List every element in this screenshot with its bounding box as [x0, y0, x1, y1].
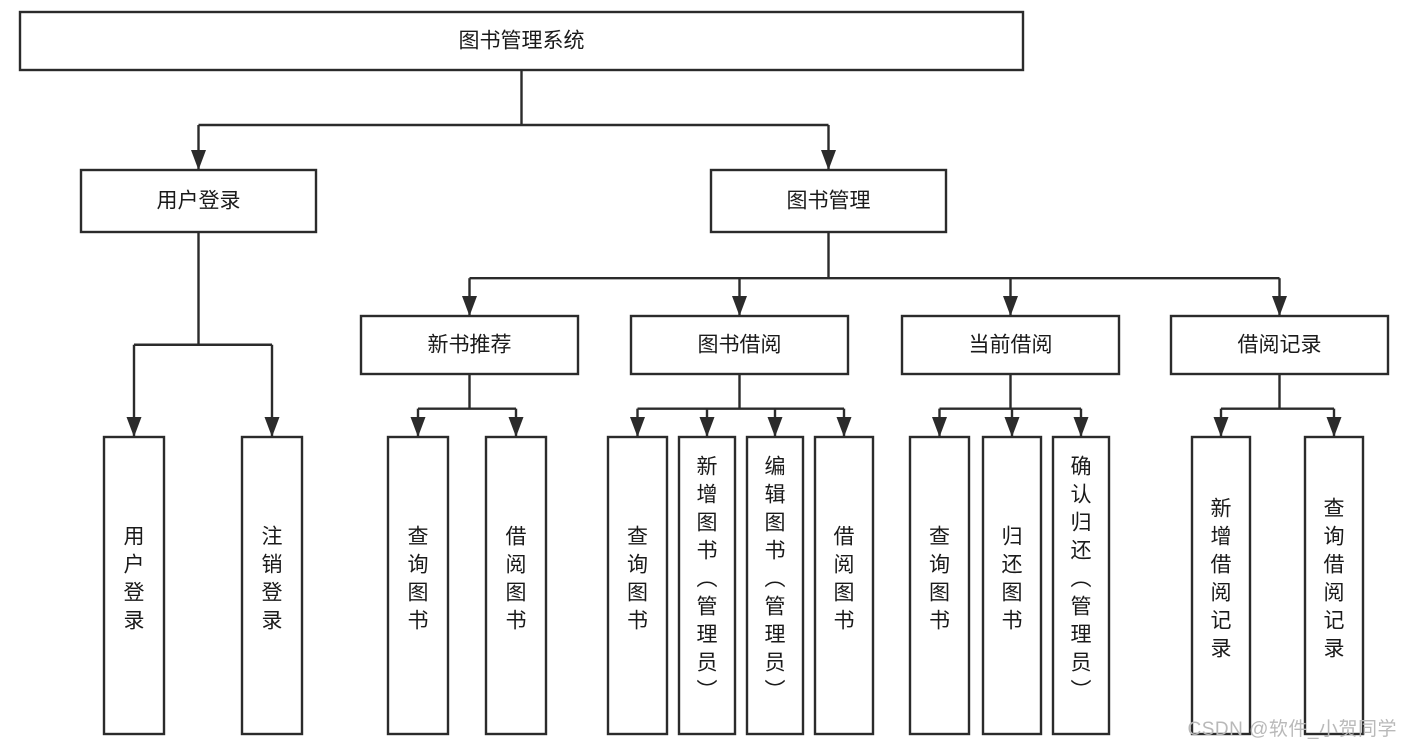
node-book-borrow[interactable]: 图书借阅 [629, 314, 850, 376]
node-leaf-borrow-book-2[interactable]: 借阅图书 [813, 435, 875, 736]
node-root[interactable]: 图书管理系统 [18, 10, 1025, 72]
node-box[interactable] [606, 435, 669, 736]
arrow-head [732, 296, 747, 316]
node-label: 新书推荐 [428, 334, 512, 357]
node-box[interactable] [1051, 435, 1111, 736]
node-label: 注销登录 [262, 526, 283, 633]
node-leaf-edit-book[interactable]: 编辑图书︵管理员︶ [745, 435, 805, 736]
node-new-book-recommend[interactable]: 新书推荐 [359, 314, 580, 376]
arrow-head [191, 150, 206, 170]
arrow-head [1213, 417, 1229, 437]
arrow-head [699, 417, 715, 437]
node-box[interactable] [709, 168, 948, 234]
arrow-head [264, 417, 280, 437]
node-box[interactable] [629, 314, 850, 376]
node-label: 借阅图书 [834, 526, 855, 633]
node-user-login[interactable]: 用户登录 [79, 168, 318, 234]
node-label: 查询图书 [627, 526, 648, 633]
arrow-head [821, 150, 836, 170]
arrow-head [932, 417, 947, 437]
node-leaf-query-book-3[interactable]: 查询图书 [908, 435, 971, 736]
node-leaf-confirm-return[interactable]: 确认归还︵管理员︶ [1051, 435, 1111, 736]
arrow-head [1326, 417, 1342, 437]
node-box[interactable] [359, 314, 580, 376]
node-label: 新增图书︵管理员︶ [697, 456, 718, 703]
node-box[interactable] [677, 435, 737, 736]
arrow-head [836, 417, 852, 437]
arrow-head [767, 417, 783, 437]
node-leaf-add-record[interactable]: 新增借阅记录 [1190, 435, 1252, 736]
arrow-head [462, 296, 477, 316]
arrow-head [1272, 296, 1287, 316]
node-label: 借阅图书 [506, 526, 527, 633]
connector-book-borrow [630, 374, 852, 437]
node-leaf-user-logout[interactable]: 注销登录 [240, 435, 304, 736]
node-box[interactable] [386, 435, 450, 736]
arrow-head [630, 417, 645, 437]
node-box[interactable] [240, 435, 304, 736]
node-box[interactable] [745, 435, 805, 736]
arrow-head [1003, 296, 1018, 316]
node-leaf-borrow-book-1[interactable]: 借阅图书 [484, 435, 548, 736]
connector-new-book-recommend [410, 374, 524, 437]
node-leaf-user-login[interactable]: 用户登录 [102, 435, 166, 736]
node-label: 查询图书 [408, 526, 429, 633]
node-label: 归还图书 [1002, 526, 1023, 633]
watermark-text: CSDN @软件_小贺同学 [1187, 719, 1397, 740]
node-leaf-query-record[interactable]: 查询借阅记录 [1303, 435, 1365, 736]
node-leaf-add-book[interactable]: 新增图书︵管理员︶ [677, 435, 737, 736]
connector-current-borrow [932, 374, 1089, 437]
node-box[interactable] [102, 435, 166, 736]
connector-borrow-record [1213, 374, 1342, 437]
node-label: 用户登录 [157, 190, 241, 213]
arrow-head [410, 417, 426, 437]
arrow-head [508, 417, 524, 437]
node-box[interactable] [1303, 435, 1365, 736]
node-box[interactable] [981, 435, 1043, 736]
node-label: 查询借阅记录 [1324, 498, 1345, 661]
node-book-manage[interactable]: 图书管理 [709, 168, 948, 234]
node-label: 借阅记录 [1238, 334, 1322, 357]
node-leaf-return-book[interactable]: 归还图书 [981, 435, 1043, 736]
connector-user-login [126, 232, 280, 437]
node-label: 图书管理系统 [459, 30, 585, 53]
node-leaf-query-book-1[interactable]: 查询图书 [386, 435, 450, 736]
node-label: 图书借阅 [698, 334, 782, 357]
node-label: 确认归还︵管理员︶ [1071, 456, 1092, 703]
node-label: 新增借阅记录 [1211, 498, 1232, 661]
node-box[interactable] [18, 10, 1025, 72]
node-label: 编辑图书︵管理员︶ [765, 456, 786, 703]
node-label: 用户登录 [124, 526, 145, 633]
node-box[interactable] [908, 435, 971, 736]
node-leaf-query-book-2[interactable]: 查询图书 [606, 435, 669, 736]
node-current-borrow[interactable]: 当前借阅 [900, 314, 1121, 376]
connector-book-manage [462, 232, 1287, 316]
arrow-head [1004, 417, 1020, 437]
node-label: 当前借阅 [969, 334, 1053, 357]
connector-root [191, 70, 836, 170]
node-box[interactable] [900, 314, 1121, 376]
node-label: 图书管理 [787, 190, 871, 213]
node-box[interactable] [813, 435, 875, 736]
node-box[interactable] [1169, 314, 1390, 376]
node-box[interactable] [484, 435, 548, 736]
node-borrow-record[interactable]: 借阅记录 [1169, 314, 1390, 376]
node-box[interactable] [1190, 435, 1252, 736]
node-label: 查询图书 [929, 526, 950, 633]
node-box[interactable] [79, 168, 318, 234]
arrow-head [1073, 417, 1089, 437]
arrow-head [126, 417, 142, 437]
